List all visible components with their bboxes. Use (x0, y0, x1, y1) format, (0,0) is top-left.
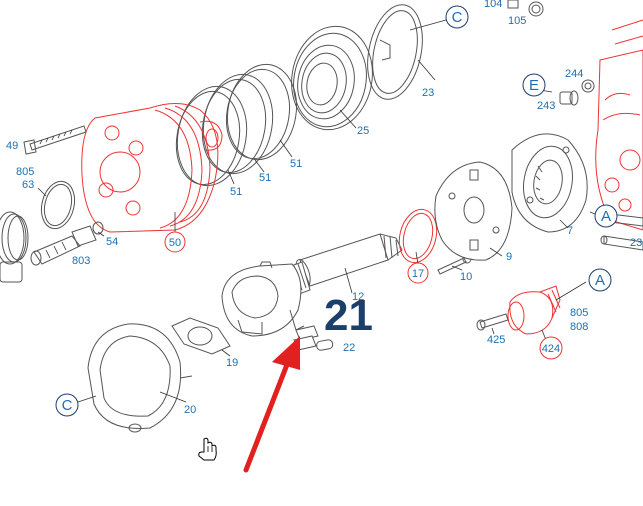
highlight-label: 21 (324, 291, 373, 340)
hotspot-244[interactable]: 244 (565, 68, 583, 80)
hotspot-104[interactable]: 104 (484, 0, 502, 10)
hotspot-49[interactable]: 49 (6, 140, 18, 152)
part-9-flange (434, 161, 513, 261)
svg-text:A: A (601, 208, 611, 225)
svg-text:424: 424 (542, 343, 560, 355)
hotspot-25[interactable]: 25 (357, 125, 369, 137)
part-803-fitting (30, 225, 97, 266)
hotspot-805-left[interactable]: 805 (16, 166, 34, 178)
hotspot-19[interactable]: 19 (226, 357, 238, 369)
part-17-washer (398, 208, 438, 265)
hand-cursor-icon (198, 437, 217, 461)
hotspot-20[interactable]: 20 (184, 404, 196, 416)
hotspot-9[interactable]: 9 (506, 251, 512, 263)
red-arrow (243, 336, 300, 473)
svg-text:C: C (452, 9, 463, 26)
housing-right (595, 19, 643, 231)
hotspot-424[interactable]: 424 (539, 336, 563, 360)
hotspot-54[interactable]: 54 (106, 236, 118, 248)
hotspot-17[interactable]: 17 (407, 262, 429, 284)
hotspot-e[interactable]: E (522, 73, 546, 97)
part-22-keys (293, 325, 334, 351)
part-20-end-cover (87, 323, 193, 433)
hotspot-c-bottom[interactable]: C (55, 393, 79, 417)
part-49-screw (23, 125, 87, 155)
svg-text:A: A (595, 272, 605, 289)
hotspot-803[interactable]: 803 (72, 255, 90, 267)
svg-text:50: 50 (169, 237, 181, 249)
hotspot-23-top[interactable]: 23 (422, 87, 434, 99)
hotspot-50[interactable]: 50 (164, 231, 186, 253)
part-424-valve (507, 281, 587, 341)
hotspot-a-right[interactable]: A (594, 204, 618, 228)
hotspot-7[interactable]: 7 (567, 225, 573, 237)
part-23-snap-ring (367, 4, 447, 100)
part-7-gear-plate (511, 133, 588, 233)
hotspot-22[interactable]: 22 (343, 342, 355, 354)
svg-text:17: 17 (412, 268, 424, 280)
hotspot-51-c[interactable]: 51 (230, 186, 242, 198)
svg-text:E: E (529, 77, 539, 94)
hotspot-a-bottom[interactable]: A (588, 268, 612, 292)
part-19-plate (171, 317, 231, 357)
hotspot-12[interactable]: 12 (352, 291, 364, 303)
hotspot-51-a[interactable]: 51 (290, 158, 302, 170)
hotspot-51-b[interactable]: 51 (259, 172, 271, 184)
svg-text:C: C (62, 397, 73, 414)
hotspot-63[interactable]: 63 (22, 179, 34, 191)
part-63-oring (37, 180, 76, 230)
hotspot-243[interactable]: 243 (537, 100, 555, 112)
part-50-motor-housing (81, 103, 223, 233)
hotspot-c-top[interactable]: C (445, 5, 469, 29)
hotspot-425[interactable]: 425 (487, 334, 505, 346)
hotspot-105[interactable]: 105 (508, 15, 526, 27)
part-coupling-sleeve (221, 261, 305, 337)
part-425-screw (476, 313, 509, 335)
hotspot-23-right[interactable]: 23 (630, 237, 642, 249)
part-51-rings (175, 63, 298, 187)
hotspot-808[interactable]: 808 (570, 321, 588, 333)
part-25-bearing (291, 25, 373, 131)
part-105-washer (507, 0, 544, 17)
hotspot-805-right[interactable]: 805 (570, 307, 588, 319)
left-connector (0, 211, 29, 283)
hotspot-10[interactable]: 10 (460, 271, 472, 283)
part-54-washer (92, 221, 105, 237)
part-243-plug (559, 79, 595, 106)
